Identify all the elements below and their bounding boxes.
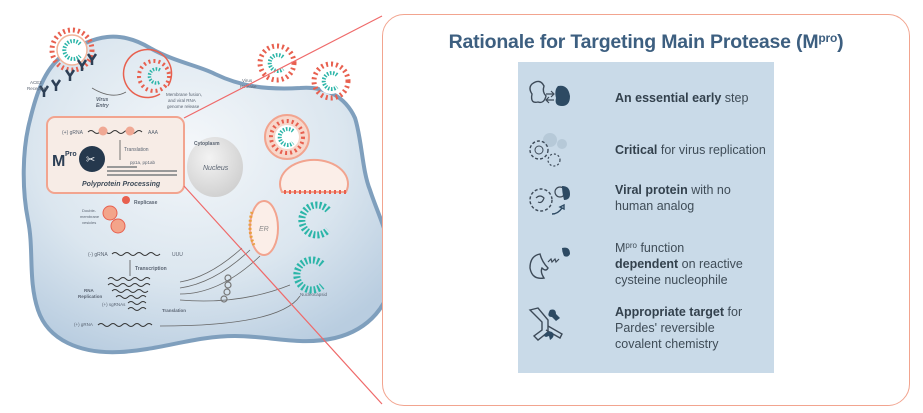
item-bold: Viral protein	[615, 183, 688, 197]
ribosome	[125, 126, 135, 136]
rna-replication-label: Replication	[78, 294, 103, 299]
item-text: for	[724, 305, 743, 319]
dmv-label: membrane	[80, 214, 100, 219]
callout-line	[183, 185, 383, 405]
dmv	[110, 218, 126, 234]
mpro-sup-label: Pro	[65, 151, 77, 158]
item-text: Pardes' reversible	[615, 321, 715, 335]
virus-replication-icon	[529, 133, 567, 167]
nucleocapsid-label: Nucleocapsid	[300, 292, 328, 297]
item-text: on reactive	[678, 257, 743, 271]
panel-title: Rationale for Targeting Main Protease (M…	[383, 31, 909, 54]
mpro-scissors-icon	[79, 146, 105, 172]
transcription-label: Transcription	[135, 266, 167, 272]
ribosome	[98, 126, 108, 136]
polyprotein-bar	[107, 166, 137, 168]
grna-label: (+) gRNA	[62, 130, 84, 136]
virus-particle	[257, 43, 297, 83]
item-text: with no	[687, 183, 731, 197]
polyprotein-bar	[107, 170, 177, 172]
uuu-label: UUU	[172, 252, 183, 258]
title-close: )	[837, 31, 844, 53]
sgrna-strands	[107, 277, 151, 311]
mpro-label: M	[52, 153, 65, 170]
item-sup: pro	[625, 241, 637, 250]
dmv	[102, 205, 118, 221]
item-text: step	[721, 91, 749, 105]
membrane-label: and viral RNA	[168, 98, 196, 103]
virus-release-label: Virus	[242, 78, 253, 83]
item-bold: dependent	[615, 257, 679, 271]
rna-strand	[111, 252, 161, 256]
wrench-target-icon	[528, 307, 563, 341]
item-text: for virus replication	[657, 143, 766, 157]
viral-protein-icon	[529, 186, 570, 215]
membrane-label: Membrane fusion,	[166, 92, 202, 97]
cytoplasm-label: Cytoplasm	[194, 141, 220, 147]
nucleus	[187, 137, 243, 197]
item-bold: Critical	[615, 143, 658, 157]
grna-label: (+) gRNA	[74, 322, 93, 327]
rationale-card: An essential early step Critical for vir…	[518, 62, 774, 373]
item-bold: An essential early	[615, 91, 722, 105]
spike-row	[248, 211, 256, 246]
translation-label: Translation	[124, 147, 149, 153]
cysteine-nucleophile-icon	[529, 247, 570, 279]
replicase-label: Replicase	[134, 200, 158, 206]
replicase	[122, 196, 130, 204]
virus-entry-label: Entry	[96, 103, 109, 109]
virus-particle	[311, 61, 351, 101]
polyprotein-bar	[107, 174, 177, 176]
item-text: human analog	[615, 199, 695, 213]
scissors-icon: ✂	[86, 154, 95, 166]
callout-line	[183, 15, 383, 119]
rna-replication-label: RNA	[84, 288, 94, 293]
virus-entry-label: Virus	[96, 97, 109, 103]
virus-particle	[49, 27, 95, 73]
polyprotein-label: Polyprotein Processing	[82, 181, 161, 188]
er-label: ER	[259, 226, 269, 233]
item-text: covalent chemistry	[615, 337, 719, 351]
item-text: function	[636, 241, 685, 255]
rna-strand	[97, 323, 153, 327]
arrow	[91, 87, 127, 96]
rationale-panel: Rationale for Targeting Main Protease (M…	[382, 14, 910, 406]
item-text: cysteine nucleophile	[615, 273, 728, 287]
membrane-label: genome release	[167, 104, 200, 109]
protein-binding-icon	[529, 80, 570, 106]
item-text: M	[615, 241, 626, 255]
ace2-receptors	[38, 53, 98, 97]
translation-arrows	[159, 247, 301, 327]
dmv-label: vesicles	[82, 220, 96, 225]
item-bold: Appropriate target	[615, 305, 725, 319]
translation-label: Translation	[162, 308, 186, 313]
dmv-label: Double-	[82, 208, 97, 213]
virus-vesicle	[264, 114, 310, 160]
budding-vesicle	[279, 158, 349, 193]
aaa-label: AAA	[148, 130, 159, 136]
ribosomes	[220, 274, 232, 303]
nucleocapsid	[298, 201, 331, 239]
pp-label: pp1a, pp1ab	[130, 160, 156, 165]
nucleus-label: Nucleus	[203, 165, 229, 172]
neg-grna-label: (-) gRNA	[88, 252, 108, 258]
endosome-fusion	[122, 48, 173, 99]
title-main: Rationale for Targeting Main Protease (M	[448, 31, 819, 53]
title-sup: pro	[818, 31, 838, 45]
ace2-label: ACE2	[30, 80, 42, 85]
nucleocapsid	[293, 256, 325, 294]
receptors-label: Receptors	[27, 86, 48, 91]
virus-release-label: Release	[240, 84, 257, 89]
sgrnas-label: (+) sgRNAs	[102, 302, 126, 307]
